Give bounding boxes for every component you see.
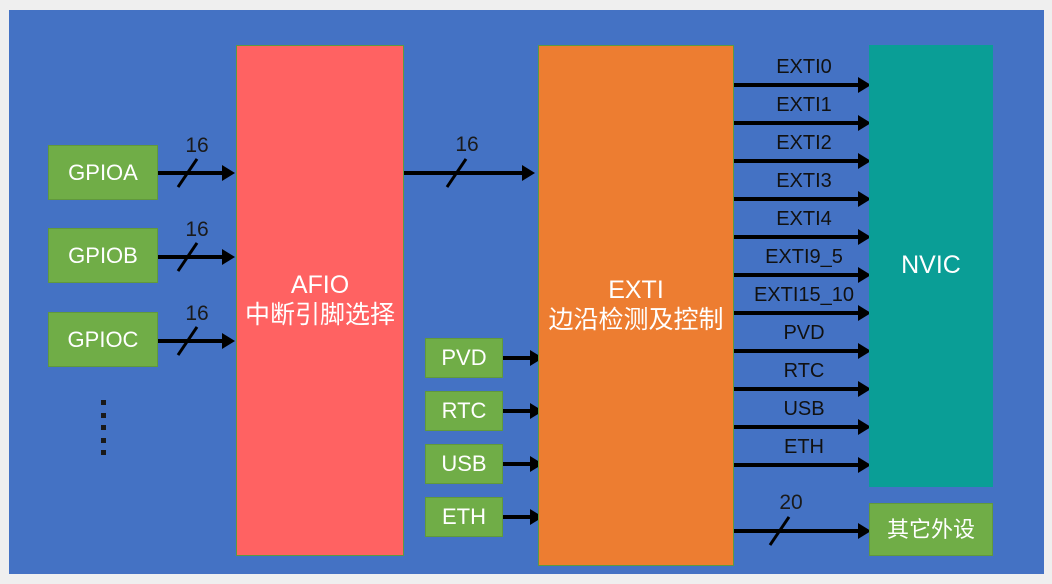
wire-exti-out-4 [734,235,859,239]
wire-exti-out-9 [734,425,859,429]
afio-block[interactable]: AFIO 中断引脚选择 [236,45,404,556]
wire-usb-to-exti [503,462,531,466]
afio-subtitle: 中断引脚选择 [244,300,395,329]
wire-pvd-to-exti [503,356,531,360]
peripheral-box-usb[interactable]: USB [425,444,503,484]
peripheral-box-rtc[interactable]: RTC [425,391,503,431]
other-peripherals-block[interactable]: 其它外设 [869,503,993,556]
wire-exti-out-8 [734,387,859,391]
wire-exti-out-0 [734,83,859,87]
exti-output-label-1: EXTI1 [776,94,832,116]
exti-output-label-2: EXTI2 [776,132,832,154]
bus-width-label-gpioa: 16 [185,134,209,157]
gpio-box-gpioa[interactable]: GPIOA [48,145,158,200]
exti-output-label-5: EXTI9_5 [765,246,843,268]
exti-output-label-10: ETH [784,436,824,458]
wire-gpioc-to-afio [158,339,223,343]
wire-exti-out-3 [734,197,859,201]
wire-exti-out-7 [734,349,859,353]
wire-exti-out-2 [734,159,859,163]
exti-title: EXTI [608,276,664,304]
bus-width-label-gpiob: 16 [185,218,209,241]
gpio-box-label: GPIOB [68,242,138,268]
peripheral-box-label: USB [441,451,487,477]
peripheral-box-eth[interactable]: ETH [425,497,503,537]
diagram-canvas: GPIOA GPIOB GPIOC 16 16 16 AFIO 中断引脚选择 [9,10,1044,574]
peripheral-box-label: PVD [441,345,487,371]
gpio-box-gpiob[interactable]: GPIOB [48,228,158,283]
exti-output-label-7: PVD [783,322,825,344]
bus-width-label-afio-exti: 16 [455,133,479,156]
wire-afio-to-exti [404,171,523,175]
exti-output-label-3: EXTI3 [776,170,832,192]
exti-output-label-0: EXTI0 [776,56,832,78]
exti-block[interactable]: EXTI 边沿检测及控制 [538,45,734,566]
exti-output-label-8: RTC [783,360,825,382]
other-peripherals-title: 其它外设 [886,516,975,542]
wire-exti-out-5 [734,273,859,277]
wire-exti-out-6 [734,311,859,315]
peripheral-box-label: ETH [442,504,486,530]
gpio-box-gpioc[interactable]: GPIOC [48,312,158,367]
wire-eth-to-exti [503,515,531,519]
wire-rtc-to-exti [503,409,531,413]
nvic-title: NVIC [901,251,961,280]
exti-output-label-9: USB [783,398,825,420]
bus-width-label-gpioc: 16 [185,302,209,325]
nvic-block[interactable]: NVIC [869,45,993,487]
peripheral-box-pvd[interactable]: PVD [425,338,503,378]
exti-output-label-6: EXTI15_10 [753,284,855,306]
wire-gpiob-to-afio [158,255,223,259]
afio-title: AFIO [290,271,350,299]
wire-exti-to-other-peripherals [734,529,859,533]
peripheral-box-label: RTC [441,398,487,424]
gpio-more-ellipsis-icon [101,400,106,455]
wire-gpioa-to-afio [158,171,223,175]
gpio-box-label: GPIOA [68,159,138,185]
exti-output-label-4: EXTI4 [776,208,832,230]
gpio-box-label: GPIOC [67,326,139,352]
exti-subtitle: 边沿检测及控制 [548,305,724,334]
wire-exti-out-1 [734,121,859,125]
wire-exti-out-10 [734,463,859,467]
bus-width-label-other-peripherals: 20 [779,491,803,514]
